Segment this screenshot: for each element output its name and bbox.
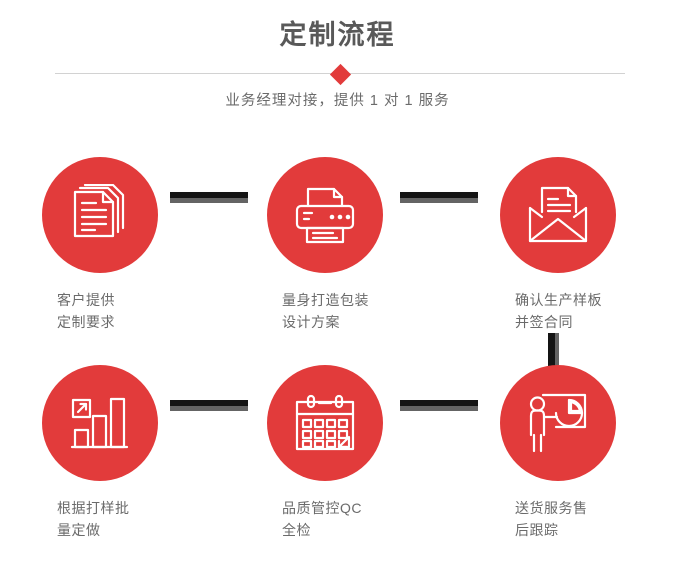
process-step-1[interactable]: 客户提供 定制要求: [15, 157, 200, 357]
process-step-6[interactable]: 送货服务售 后跟踪: [473, 365, 658, 565]
title-divider: [55, 62, 625, 86]
page-header: 定制流程 业务经理对接，提供 1 对 1 服务: [0, 0, 675, 140]
connector-step5-step6: [400, 400, 478, 411]
step-3-circle: [500, 157, 616, 273]
connector-shade: [400, 406, 478, 411]
step-1-circle: [42, 157, 158, 273]
diamond-icon: [329, 63, 351, 85]
step-6-circle: [500, 365, 616, 481]
connector-step4-step5: [170, 400, 248, 411]
step-6-label: 送货服务售 后跟踪: [515, 500, 588, 538]
page-subtitle: 业务经理对接，提供 1 对 1 服务: [225, 93, 450, 109]
connector-step2-step3: [400, 192, 478, 203]
connector-bar: [170, 400, 248, 406]
connector-step3-step6: [548, 333, 559, 369]
step-3-label: 确认生产样板 并签合同: [515, 292, 602, 330]
page-title: 定制流程: [279, 20, 396, 50]
process-step-3[interactable]: 确认生产样板 并签合同: [473, 157, 658, 357]
connector-bar: [548, 333, 555, 369]
step-4-label: 根据打样批 量定做: [57, 500, 130, 538]
step-2-circle: [267, 157, 383, 273]
connector-shade: [400, 198, 478, 203]
connector-shade: [170, 198, 248, 203]
connector-shade: [555, 333, 559, 369]
step-5-label: 品质管控QC 全检: [282, 500, 362, 538]
step-1-label: 客户提供 定制要求: [57, 292, 115, 330]
process-steps: 客户提供 定制要求: [0, 140, 675, 550]
step-4-circle: [42, 365, 158, 481]
process-step-2[interactable]: 量身打造包装 设计方案: [240, 157, 425, 357]
connector-shade: [170, 406, 248, 411]
process-step-4[interactable]: 根据打样批 量定做: [15, 365, 200, 565]
connector-bar: [170, 192, 248, 198]
connector-step1-step2: [170, 192, 248, 203]
connector-bar: [400, 192, 478, 198]
process-step-5[interactable]: 品质管控QC 全检: [240, 365, 425, 565]
step-2-label: 量身打造包装 设计方案: [282, 292, 369, 330]
step-5-circle: [267, 365, 383, 481]
connector-bar: [400, 400, 478, 406]
